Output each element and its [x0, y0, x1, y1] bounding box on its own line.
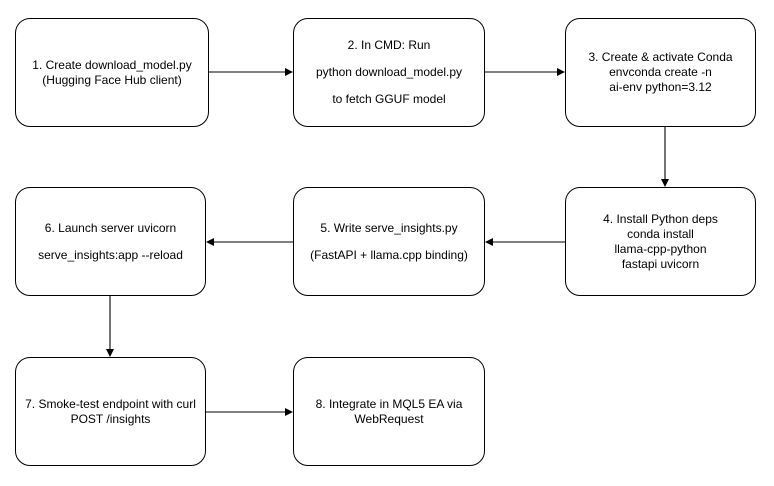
step-3-line-1: 3. Create & activate Conda — [588, 50, 733, 64]
step-4-line-4: fastapi uvicorn — [621, 256, 700, 271]
step-7-line-1: 7. Smoke-test endpoint with curl — [25, 396, 196, 411]
step-8-box: 8. Integrate in MQL5 EA via WebRequest — [293, 357, 485, 466]
step-4-line-3: llama-cpp-python — [614, 241, 707, 256]
step-6-line-2: serve_insights:app --reload — [38, 247, 183, 262]
step-2-line-2: python download_model.py — [315, 65, 463, 79]
step-1-box: 1. Create download_model.py (Hugging Fac… — [15, 18, 209, 127]
step-5-box: 5. Write serve_insights.py (FastAPI + ll… — [293, 187, 485, 296]
step-3-line-3: ai-env python=3.12 — [609, 80, 712, 94]
step-1-line-2: (Hugging Face Hub client) — [42, 72, 182, 87]
step-8-line-1: 8. Integrate in MQL5 EA via — [315, 396, 463, 411]
step-5-line-2: (FastAPI + llama.cpp binding) — [310, 247, 468, 262]
step-7-line-2: POST /insights — [70, 411, 151, 426]
step-2-line-3: to fetch GGUF model — [332, 92, 446, 106]
step-6-line-1: 6. Launch server uvicorn — [44, 220, 177, 235]
step-4-box: 4. Install Python deps conda install lla… — [565, 187, 756, 296]
step-6-box: 6. Launch server uvicorn serve_insights:… — [15, 187, 206, 296]
step-3-line-2: envconda create -n — [609, 65, 712, 79]
step-4-line-1: 4. Install Python deps — [603, 211, 718, 226]
step-2-line-1: 2. In CMD: Run — [347, 38, 431, 52]
step-3-box: 3. Create & activate Conda envconda crea… — [565, 18, 756, 127]
step-4-line-2: conda install — [627, 226, 694, 241]
step-8-line-2: WebRequest — [354, 411, 424, 426]
step-1-line-1: 1. Create download_model.py — [32, 57, 192, 72]
step-5-line-1: 5. Write serve_insights.py — [320, 220, 458, 235]
step-7-box: 7. Smoke-test endpoint with curl POST /i… — [15, 357, 206, 466]
step-2-box: 2. In CMD: Run python download_model.py … — [293, 18, 485, 127]
